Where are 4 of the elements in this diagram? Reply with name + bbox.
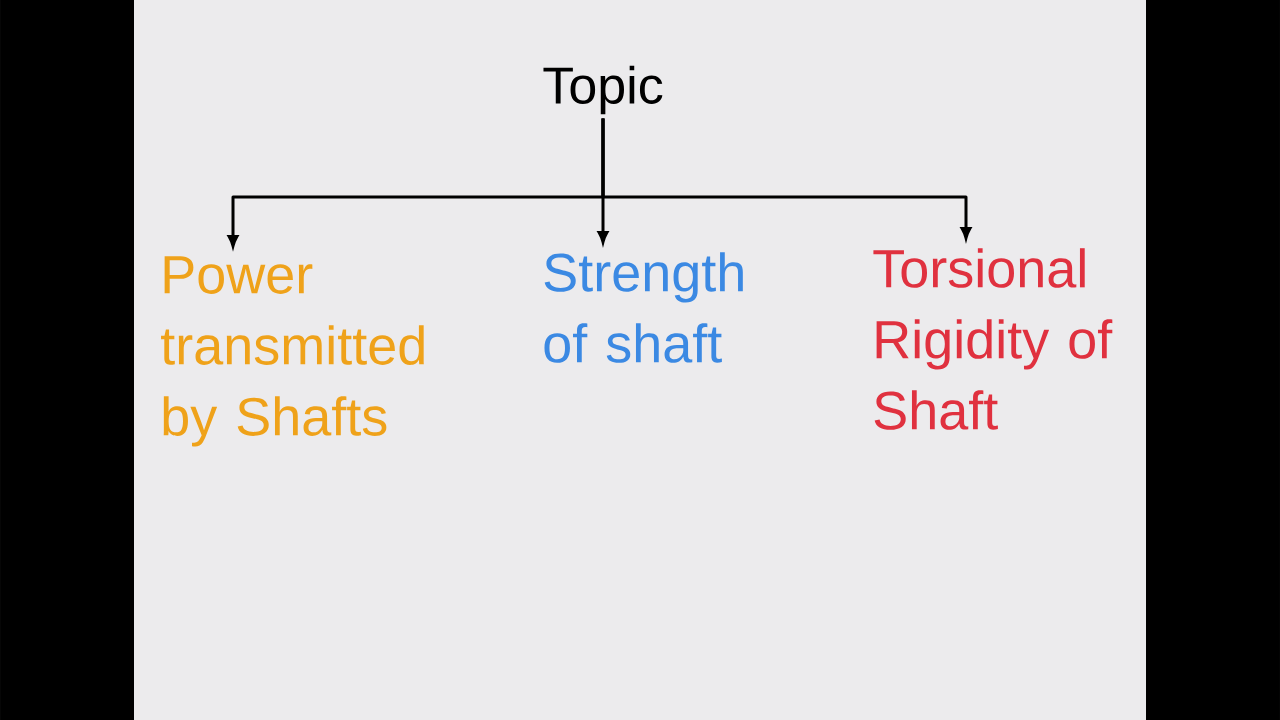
topic-heading: Topic [543, 65, 663, 115]
subtopic-text: Power transmitted by Shafts [161, 256, 424, 447]
subtopic-text: Torsional Rigidity of Shaft [873, 248, 1113, 430]
subtopic-text: Strength of shaft [544, 252, 743, 363]
